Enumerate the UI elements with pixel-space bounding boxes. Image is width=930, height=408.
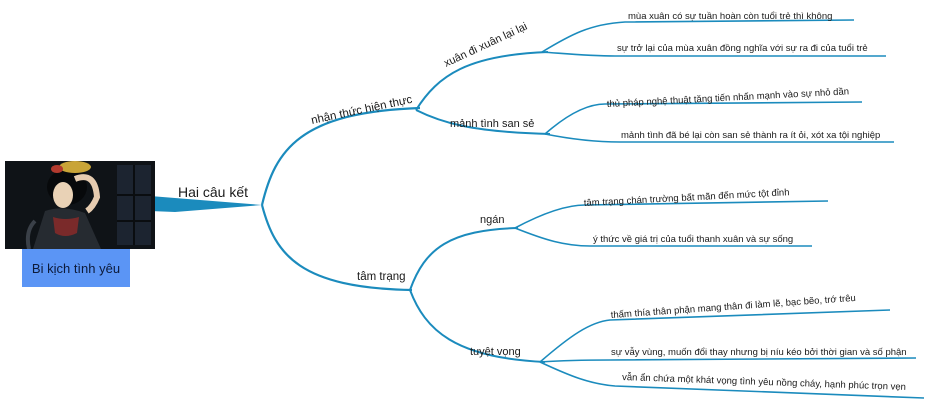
leaf-label[interactable]: ý thức về giá trị của tuổi thanh xuân và… [593,234,793,245]
subbranch-line-manh-tinh [415,109,551,135]
leaf-label[interactable]: mảnh tình đã bé lại còn san sẻ thành ra … [621,130,880,141]
leaf-line [544,133,894,143]
leaf-line [539,357,917,363]
leaf-label[interactable]: tâm trạng chán trường bất mãn đến mức tộ… [584,187,790,209]
subbranch-label-tuyet-vong[interactable]: tuyệt vọng [470,346,521,358]
leaf-line [539,309,891,363]
root-connector [150,196,262,212]
leaf-label[interactable]: sự vẫy vùng, muốn đổi thay nhưng bị níu … [611,347,907,358]
central-topic[interactable]: Hai câu kết [178,184,248,200]
branch-line-nhan-thuc [260,106,421,206]
root-illustration[interactable] [5,161,155,249]
subbranch-line-xuan-di [415,51,549,111]
leaf-line [541,19,855,53]
root-caption[interactable]: Bi kịch tình yêu [22,249,130,287]
branch-label-nhan-thuc[interactable]: nhận thức hiện thực [310,94,413,127]
leaf-line [514,200,829,229]
subbranch-line-tuyet-vong [409,289,546,363]
subbranch-label-ngan[interactable]: ngán [480,214,504,226]
leaf-line [544,101,863,135]
leaf-label[interactable]: mùa xuân có sự tuần hoàn còn tuổi trẻ th… [628,11,832,22]
leaf-line [514,227,812,247]
leaf-label[interactable]: sự trở lại của mùa xuân đồng nghĩa với s… [617,43,868,54]
subbranch-label-manh-tinh[interactable]: mảnh tình san sẻ [450,118,534,130]
leaf-label[interactable]: thấm thía thân phận mang thân đi làm lẽ,… [610,293,856,321]
branch-line-tam-trang [260,204,413,292]
subbranch-label-xuan-di[interactable]: xuân đi xuân lại lại [442,21,529,70]
leaf-label[interactable]: thủ pháp nghệ thuật tăng tiến nhấn mạnh … [607,86,850,110]
leaf-label[interactable]: vẫn ẩn chứa một khát vọng tình yêu nồng … [622,372,906,393]
subbranch-line-ngan [409,227,519,291]
illustration-woman-portrait-icon [5,161,155,249]
branch-label-tam-trang[interactable]: tâm trạng [357,271,406,283]
leaf-line [541,51,886,57]
leaf-line [539,361,925,399]
